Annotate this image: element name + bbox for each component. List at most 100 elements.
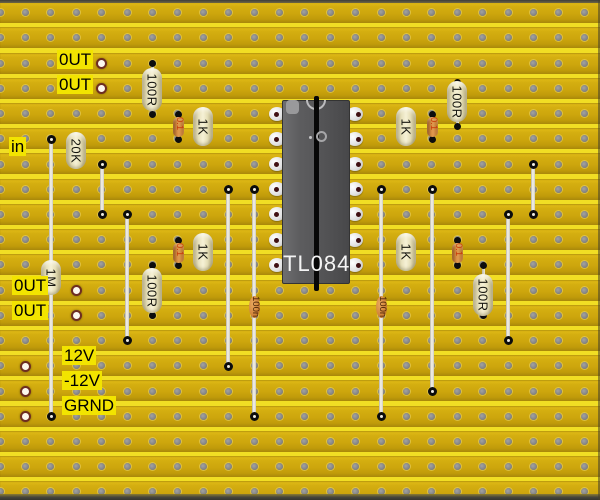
ic-pin-hole bbox=[274, 136, 279, 142]
hole bbox=[580, 362, 588, 370]
hole bbox=[98, 412, 106, 420]
hole bbox=[377, 488, 385, 496]
hole bbox=[555, 311, 563, 319]
hole bbox=[428, 9, 436, 17]
hole bbox=[98, 362, 106, 370]
resistor-value: 100R bbox=[475, 278, 491, 312]
copper-strip bbox=[0, 27, 600, 49]
hole bbox=[21, 160, 29, 168]
hole bbox=[148, 437, 156, 445]
resistor-100R: 100R bbox=[142, 268, 162, 313]
hole bbox=[529, 59, 537, 67]
hole bbox=[225, 488, 233, 496]
hole bbox=[98, 9, 106, 17]
ic-pin-right bbox=[347, 207, 363, 221]
hole bbox=[555, 160, 563, 168]
hole bbox=[0, 437, 4, 445]
hole bbox=[326, 311, 334, 319]
hole bbox=[174, 84, 182, 92]
hole bbox=[0, 286, 4, 294]
copper-strip bbox=[0, 430, 600, 452]
hole bbox=[250, 59, 258, 67]
hole bbox=[555, 9, 563, 17]
hole bbox=[402, 84, 410, 92]
hole bbox=[529, 236, 537, 244]
hole bbox=[326, 387, 334, 395]
ic-pin-hole bbox=[356, 161, 361, 167]
hole bbox=[199, 210, 207, 218]
hole bbox=[47, 84, 55, 92]
hole bbox=[529, 437, 537, 445]
hole bbox=[479, 412, 487, 420]
hole bbox=[225, 9, 233, 17]
wire-endpoint bbox=[249, 184, 259, 194]
ic-pin1-marker bbox=[286, 100, 299, 114]
hole bbox=[504, 160, 512, 168]
resistor-endpoint bbox=[453, 122, 461, 130]
hole bbox=[555, 286, 563, 294]
hole bbox=[148, 463, 156, 471]
resistor-1K: 1K bbox=[396, 107, 416, 146]
resistor-endpoint bbox=[148, 261, 156, 269]
solder-pad bbox=[19, 360, 31, 372]
capacitor-endpoint bbox=[428, 135, 436, 143]
wire-endpoint bbox=[223, 184, 233, 194]
hole bbox=[98, 488, 106, 496]
label-0ut: 0UT bbox=[57, 50, 94, 69]
hole bbox=[453, 135, 461, 143]
hole bbox=[148, 362, 156, 370]
resistor-1K: 1K bbox=[396, 233, 416, 271]
hole bbox=[275, 34, 283, 42]
hole bbox=[199, 160, 207, 168]
hole bbox=[580, 437, 588, 445]
hole bbox=[580, 110, 588, 118]
hole bbox=[580, 286, 588, 294]
hole bbox=[199, 488, 207, 496]
hole bbox=[199, 437, 207, 445]
hole bbox=[377, 110, 385, 118]
wire-endpoint bbox=[122, 209, 132, 219]
hole bbox=[199, 387, 207, 395]
capacitor-value: 0.1 bbox=[428, 116, 439, 130]
hole bbox=[479, 463, 487, 471]
hole bbox=[72, 387, 80, 395]
label-0ut: 0UT bbox=[57, 75, 94, 94]
ic-pin-right bbox=[347, 132, 363, 146]
hole bbox=[301, 362, 309, 370]
hole bbox=[250, 437, 258, 445]
wire-endpoint bbox=[376, 184, 386, 194]
hole bbox=[580, 160, 588, 168]
label-in: in bbox=[9, 137, 27, 156]
hole bbox=[250, 488, 258, 496]
jumper-wire bbox=[125, 214, 129, 340]
hole bbox=[148, 135, 156, 143]
hole bbox=[225, 412, 233, 420]
hole bbox=[453, 160, 461, 168]
label-12v: -12V bbox=[62, 371, 102, 390]
hole bbox=[453, 210, 461, 218]
hole bbox=[123, 412, 131, 420]
hole bbox=[98, 311, 106, 319]
hole bbox=[0, 311, 4, 319]
hole bbox=[174, 337, 182, 345]
copper-strip bbox=[0, 2, 600, 24]
hole bbox=[250, 160, 258, 168]
hole bbox=[326, 362, 334, 370]
hole bbox=[301, 84, 309, 92]
wire-endpoint bbox=[376, 411, 386, 421]
hole bbox=[377, 135, 385, 143]
hole bbox=[275, 437, 283, 445]
hole bbox=[555, 337, 563, 345]
wire-endpoint bbox=[223, 361, 233, 371]
hole bbox=[123, 84, 131, 92]
hole bbox=[555, 261, 563, 269]
ic-circle-marker bbox=[316, 131, 327, 142]
resistor-100R: 100R bbox=[447, 81, 467, 122]
board-edge-right bbox=[598, 0, 600, 500]
ic-pin-right bbox=[347, 233, 363, 247]
hole bbox=[555, 463, 563, 471]
hole bbox=[504, 135, 512, 143]
hole bbox=[301, 34, 309, 42]
hole bbox=[98, 34, 106, 42]
hole bbox=[555, 387, 563, 395]
